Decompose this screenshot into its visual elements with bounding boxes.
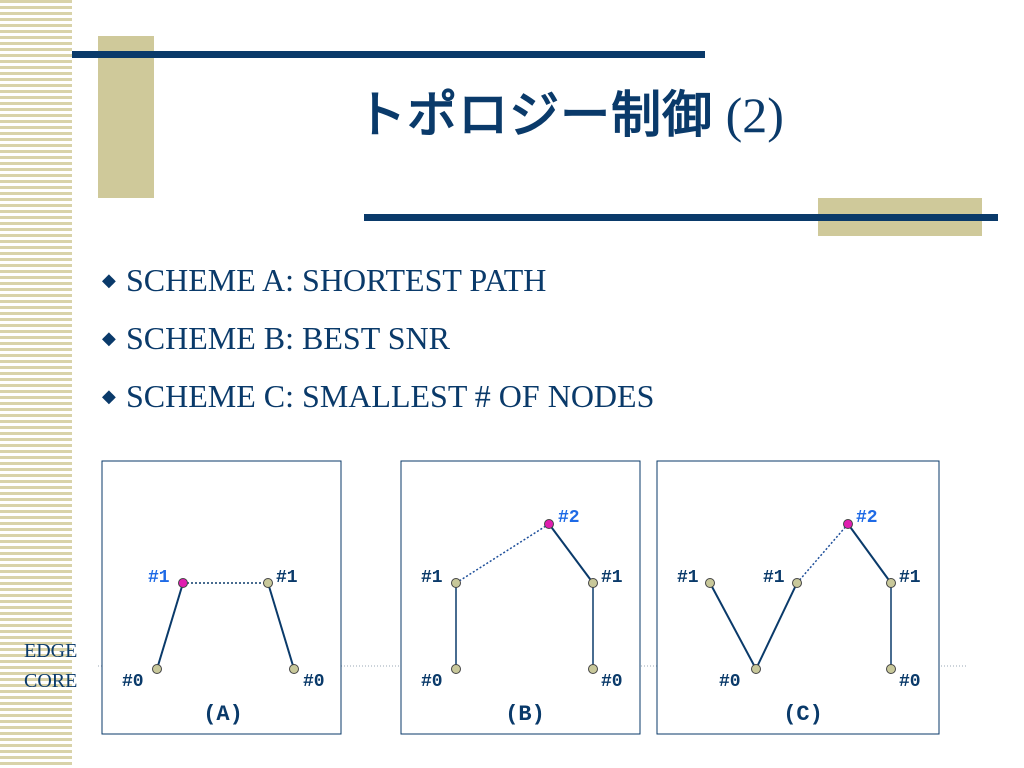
- node: [588, 664, 598, 674]
- panel-b: #2 #1 #1 #0 #0 (B): [400, 460, 641, 735]
- link: [709, 582, 757, 670]
- node-label: #1: [677, 568, 699, 588]
- bullet-item: ◆ SCHEME A: SHORTEST PATH: [102, 258, 654, 316]
- node-label: #1: [899, 568, 921, 588]
- node-label: #0: [421, 672, 443, 692]
- diamond-bullet-icon: ◆: [102, 385, 116, 406]
- node-highlight: [544, 519, 554, 529]
- node-label: #1: [276, 568, 298, 588]
- node-label: #1: [601, 568, 623, 588]
- node-label: #0: [122, 672, 144, 692]
- diamond-bullet-icon: ◆: [102, 269, 116, 290]
- slide-title: トポロジー制御 (2): [160, 88, 980, 143]
- node-highlight: [178, 578, 188, 588]
- link: [156, 582, 184, 670]
- title-japanese: トポロジー制御: [356, 86, 714, 144]
- diamond-bullet-icon: ◆: [102, 327, 116, 348]
- link: [267, 582, 295, 670]
- panel-b-frame: [400, 460, 641, 735]
- node-label: #0: [601, 672, 623, 692]
- node: [152, 664, 162, 674]
- link: [755, 582, 798, 670]
- node: [289, 664, 299, 674]
- bullet-item: ◆ SCHEME B: BEST SNR: [102, 316, 654, 374]
- node: [451, 664, 461, 674]
- node-label-highlight: #2: [856, 508, 878, 528]
- node: [792, 578, 802, 588]
- bullet-text: SCHEME B: BEST SNR: [126, 320, 450, 356]
- node-label: #1: [421, 568, 443, 588]
- panel-b-caption: (B): [505, 702, 545, 727]
- node-highlight: [843, 519, 853, 529]
- core-label: CORE: [24, 670, 78, 692]
- node-label: #0: [899, 672, 921, 692]
- panel-c-caption: (C): [783, 702, 823, 727]
- node: [886, 578, 896, 588]
- title-number: (2): [725, 87, 784, 143]
- panel-a-frame: [101, 460, 342, 735]
- panel-a: #1 #1 #0 #0 (A): [101, 460, 342, 735]
- node-label: #1: [763, 568, 785, 588]
- node-label-highlight: #1: [148, 568, 170, 588]
- node-label: #0: [719, 672, 741, 692]
- node: [751, 664, 761, 674]
- bullet-item: ◆ SCHEME C: SMALLEST # OF NODES: [102, 374, 654, 432]
- node: [588, 578, 598, 588]
- panel-a-caption: (A): [203, 702, 243, 727]
- node-label: #0: [303, 672, 325, 692]
- link: [548, 523, 594, 584]
- node: [705, 578, 715, 588]
- bullet-text: SCHEME A: SHORTEST PATH: [126, 262, 547, 298]
- bottom-rule: [364, 214, 998, 221]
- node: [451, 578, 461, 588]
- dotted-link: [796, 523, 849, 584]
- top-rule: [72, 51, 705, 58]
- link: [847, 523, 892, 584]
- node: [886, 664, 896, 674]
- panel-c-frame: [656, 460, 940, 735]
- bullet-text: SCHEME C: SMALLEST # OF NODES: [126, 378, 655, 414]
- edge-label: EDGE: [24, 640, 78, 662]
- panel-c: #2 #1 #1 #1 #0 #0 (C): [656, 460, 940, 735]
- node-label-highlight: #2: [558, 508, 580, 528]
- bullet-list: ◆ SCHEME A: SHORTEST PATH ◆ SCHEME B: BEST…: [102, 258, 654, 432]
- node: [263, 578, 273, 588]
- striped-margin: [0, 0, 72, 768]
- accent-block-top: [98, 36, 154, 198]
